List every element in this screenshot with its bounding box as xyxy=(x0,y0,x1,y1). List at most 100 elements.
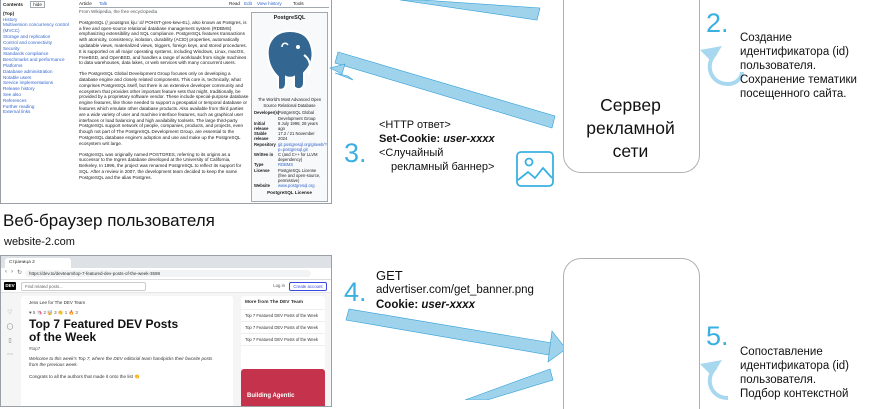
create-account-button[interactable]: Create account xyxy=(289,282,327,291)
from-wikipedia: From Wikipedia, the free encyclopedia xyxy=(79,9,158,14)
article-paragraph: PostgreSQL (/ˌpoʊstɡrɛsˌkjuːˈɛl/ POHST-g… xyxy=(79,19,248,66)
dev-logo[interactable]: DEV xyxy=(4,282,16,290)
infobox-value[interactable]: www.postgresql.org xyxy=(278,183,315,189)
toc-item[interactable]: Platforms xyxy=(3,62,23,68)
step-4-line: GET xyxy=(376,268,403,283)
step-3-line: рекламный баннер> xyxy=(391,161,495,173)
step-5-line: идентификатора (id) xyxy=(740,360,850,372)
set-cookie-text: Set-Cookie: user-xxxx xyxy=(379,133,495,145)
toc-item[interactable]: Multiversion concurrency control (MVCC) xyxy=(3,22,69,34)
step-2-line: пользователя. xyxy=(740,60,817,72)
browser-screenshot-devto: Страница 2 ‹ › ↻ https://dev.to/devteam/… xyxy=(0,255,332,407)
step-5-line: пользователя. xyxy=(740,374,817,386)
step-2-line: посещенного сайта. xyxy=(740,88,847,100)
tab-talk[interactable]: Talk xyxy=(99,1,108,6)
browser-tab[interactable]: Страница 2 xyxy=(5,258,71,268)
article-intro: Welcome to this week's Top 7, where the … xyxy=(29,356,213,367)
diagram-graphics xyxy=(329,0,744,400)
comment-icon[interactable]: ◯ xyxy=(6,324,14,330)
step-5-line: Подбор контекстной xyxy=(740,388,849,400)
step-4-http-request: GET advertiser.com/get_banner.png Cookie… xyxy=(376,268,534,313)
toc-item[interactable]: Service implementations xyxy=(3,80,54,86)
site2-label: website-2.com xyxy=(4,236,75,248)
toc-item[interactable]: References xyxy=(3,97,27,103)
step-5-description: Сопоставление идентификатора (id) пользо… xyxy=(740,345,870,401)
infobox-value[interactable]: RDBMS xyxy=(278,162,294,168)
infobox: PostgreSQL The World's Most Advanced Ope… xyxy=(251,12,328,202)
step-4-url: advertiser.com/get_banner.png xyxy=(376,284,534,296)
tab-article[interactable]: Article xyxy=(79,1,92,6)
tab-tools[interactable]: Tools xyxy=(293,1,304,6)
author-line[interactable]: Jess Lee for The DEV Team xyxy=(29,300,86,305)
url-field[interactable]: https://dev.to/devteam/top-7-featured-de… xyxy=(25,270,311,277)
article-card: Jess Lee for The DEV Team ♥ 5 🦄 2 🤯 3 👏 … xyxy=(21,296,233,406)
tab-history[interactable]: View history xyxy=(257,1,282,6)
infobox-row: Website www.postgresql.org xyxy=(252,183,327,188)
server-label-line: Сервер xyxy=(600,95,661,115)
step-2-line: Создание xyxy=(740,32,792,44)
infobox-key: Initial release xyxy=(254,120,269,131)
arrow-response-to-browser xyxy=(334,51,556,129)
infobox-key: Repository xyxy=(254,141,276,147)
heart-icon[interactable]: ♡ xyxy=(7,310,13,316)
toc-hide-button[interactable]: hide xyxy=(30,1,45,8)
address-bar: ‹ › ↻ https://dev.to/devteam/top-7-featu… xyxy=(1,268,331,280)
tab-read[interactable]: Read xyxy=(229,1,240,6)
infobox-title: PostgreSQL xyxy=(273,15,306,21)
infobox-key: Website xyxy=(254,183,270,189)
step-2-number: 2. xyxy=(706,8,729,38)
sidebar-item[interactable]: Top 7 Featured DEV Posts of the Week xyxy=(241,334,325,346)
toc-item[interactable]: Database administration xyxy=(3,68,53,74)
toc-item[interactable]: (Top) xyxy=(3,10,15,16)
infobox-key: Developer(s) xyxy=(254,110,280,116)
infobox-footer: PostgreSQL License xyxy=(267,190,312,196)
reload-icon[interactable]: ↻ xyxy=(17,270,23,276)
user-browser-label: Веб-браузер пользователя xyxy=(3,211,215,230)
toc-item[interactable]: Further reading xyxy=(3,103,35,109)
back-icon[interactable]: ‹ xyxy=(5,269,7,275)
article-congrats: Congrats to all the authors that made it… xyxy=(29,374,140,379)
toc-title: Contents xyxy=(3,2,23,7)
article-body: From Wikipedia, the free encyclopedia Po… xyxy=(79,9,249,186)
toc-item[interactable]: History xyxy=(3,16,18,22)
promo-text: Building Agentic xyxy=(247,393,295,399)
forward-icon[interactable]: › xyxy=(11,269,13,275)
sidebar-item[interactable]: Top 7 Featured DEV Posts of the Week xyxy=(241,322,325,334)
step-5-number: 5. xyxy=(706,321,729,351)
toc-item[interactable]: Storage and replication xyxy=(3,33,51,39)
infobox-row: Developer(s)PostgreSQL Global Developmen… xyxy=(252,110,327,120)
step-4-cookie: Cookie: user-xxxx xyxy=(376,298,534,313)
browser-tabbar: Страница 2 xyxy=(1,256,331,268)
toc-item[interactable]: See also xyxy=(3,91,21,97)
toc-item[interactable]: External links xyxy=(3,109,31,115)
login-link[interactable]: Log in xyxy=(273,283,285,288)
step-4-number: 4. xyxy=(344,277,367,307)
arrow-lower-return xyxy=(464,368,554,400)
toc-item[interactable]: Benchmarks and performance xyxy=(3,57,65,63)
sidebar-item[interactable]: Top 7 Featured DEV Posts of the Week xyxy=(241,310,325,322)
toc-item[interactable]: Notable users xyxy=(3,74,32,80)
dev-navbar: DEV Find related posts... Log in Create … xyxy=(1,280,331,293)
toc-item[interactable]: Control and connectivity xyxy=(3,39,53,45)
article-tag[interactable]: #top7 xyxy=(29,346,41,351)
bookmark-icon[interactable]: ▯ xyxy=(8,338,12,344)
toc-item[interactable]: Security xyxy=(3,45,20,51)
tab-edit[interactable]: Edit xyxy=(244,1,252,6)
search-input[interactable]: Find related posts... xyxy=(21,282,146,291)
process-loop-icon xyxy=(707,51,744,87)
cookie-value: user-xxxx xyxy=(421,299,476,311)
step-5-line: Сопоставление xyxy=(740,346,823,358)
share-icon[interactable]: ⋯ xyxy=(7,352,13,358)
infobox-key: Written in xyxy=(254,152,274,158)
toc-item[interactable]: Release history xyxy=(3,86,35,92)
toc-item[interactable]: Standards compliance xyxy=(3,51,49,57)
step-3-number: 3. xyxy=(344,138,367,168)
article-paragraph: The PostgreSQL Global Development Group … xyxy=(79,71,249,146)
infobox-value[interactable]: git.postgresql.org/gitweb/?p=postgresql.… xyxy=(278,141,327,152)
step-2-line: Сохранение тематики xyxy=(740,74,857,86)
